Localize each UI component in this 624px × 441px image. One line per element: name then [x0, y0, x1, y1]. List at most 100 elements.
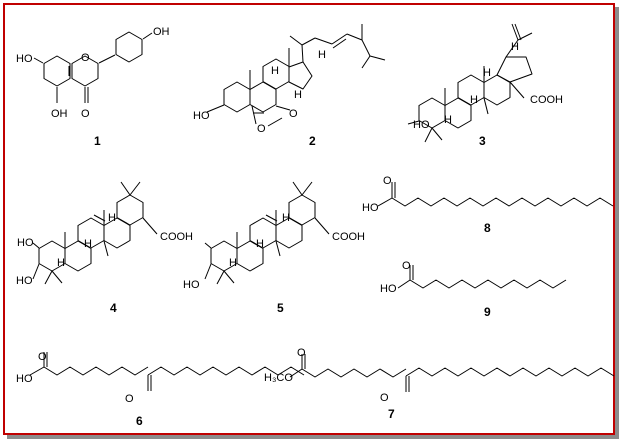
bond	[397, 279, 411, 289]
bond	[369, 55, 386, 61]
ring	[444, 97, 472, 129]
atom-label: H	[256, 238, 264, 250]
ring	[236, 240, 264, 272]
atom-label: HO	[17, 237, 34, 249]
bond	[346, 33, 363, 41]
bond	[314, 217, 330, 235]
bond	[301, 44, 304, 63]
compound-1: HO O OH OH O 1	[16, 26, 170, 148]
carbon-chain	[43, 366, 149, 376]
ring	[103, 217, 131, 249]
bond	[251, 105, 257, 125]
compound-number: 6	[136, 414, 143, 428]
ring	[496, 56, 533, 83]
compound-number: 1	[94, 134, 101, 148]
double-bond	[332, 38, 347, 49]
figure-frame	[3, 3, 615, 435]
atom-label: OH	[51, 108, 68, 120]
ring	[116, 194, 144, 226]
ring	[71, 55, 99, 87]
ring	[249, 81, 277, 113]
compound-7: O H₃CO O 7	[264, 347, 395, 421]
bond	[301, 37, 316, 46]
compound-6: O HO O 6	[16, 351, 143, 428]
bond	[206, 104, 225, 113]
bond	[517, 32, 533, 41]
bond	[275, 240, 281, 257]
atom-label: HO	[380, 283, 397, 295]
bond	[505, 39, 519, 58]
carbon-chain	[301, 368, 407, 378]
atom-label: HO	[16, 53, 33, 65]
carbon-chain	[409, 279, 567, 289]
compound-2: HO H H O O H 2	[193, 49, 326, 148]
atom-label: HO	[16, 373, 33, 385]
atom-label: H	[84, 238, 92, 250]
bond	[142, 32, 153, 40]
bond	[223, 270, 235, 284]
atom-label: O	[402, 260, 411, 272]
ring	[43, 55, 71, 87]
bond	[267, 117, 283, 127]
bond	[511, 23, 519, 41]
bond	[216, 270, 225, 285]
bond	[44, 270, 53, 285]
compound-number: 3	[479, 134, 486, 148]
atom-label: H	[271, 65, 279, 77]
bond	[314, 37, 333, 45]
bond	[331, 33, 348, 45]
atom-label: H	[318, 49, 326, 61]
bond	[204, 242, 212, 249]
atom-label: HO	[362, 202, 379, 214]
atom-label: H	[229, 257, 237, 269]
atom-label: HO	[183, 279, 200, 291]
atom-label: O	[257, 123, 266, 135]
bond	[424, 127, 433, 143]
bond	[51, 270, 63, 284]
ring	[288, 194, 316, 226]
atom-label: H	[57, 257, 65, 269]
atom-label: HO	[193, 110, 210, 122]
atom-label: O	[81, 52, 90, 64]
atom-label: COOH	[160, 231, 193, 243]
atom-label: COOH	[332, 231, 365, 243]
bonds-layer	[29, 23, 615, 392]
atom-label: H₃CO	[264, 372, 293, 384]
bond	[129, 181, 141, 196]
bond	[98, 54, 116, 64]
bond	[377, 197, 393, 207]
double-bond	[93, 214, 106, 222]
atom-label: H	[282, 212, 290, 224]
atom-label: HO	[413, 119, 430, 131]
atom-label: O	[125, 393, 134, 405]
ring	[275, 217, 303, 249]
carbon-chain	[405, 367, 615, 377]
atom-label: H	[294, 89, 302, 101]
compound-number: 7	[388, 407, 395, 421]
compound-number: 5	[277, 301, 284, 315]
bond	[301, 181, 313, 196]
atom-label: O	[81, 108, 90, 120]
carbon-chain	[147, 366, 305, 376]
bond	[29, 366, 45, 376]
carbon-chain	[391, 197, 614, 207]
compound-3: H H H H HO COOH 3	[413, 41, 563, 148]
atom-label: HO	[16, 275, 33, 287]
compound-8: O HO 8	[362, 175, 491, 235]
ring	[288, 61, 313, 90]
bond	[32, 263, 40, 280]
atom-label: H	[108, 212, 116, 224]
compound-number: 2	[309, 134, 316, 148]
bond	[431, 127, 443, 141]
compound-number: 4	[110, 301, 117, 315]
bond	[289, 35, 303, 46]
atom-label: H	[483, 67, 491, 79]
compound-number: 8	[484, 221, 491, 235]
bond	[483, 97, 489, 115]
atom-label: H	[511, 41, 519, 53]
compound-5: HO H H H COOH 5	[183, 212, 365, 315]
atom-label: H	[470, 94, 478, 106]
bond	[142, 217, 158, 235]
